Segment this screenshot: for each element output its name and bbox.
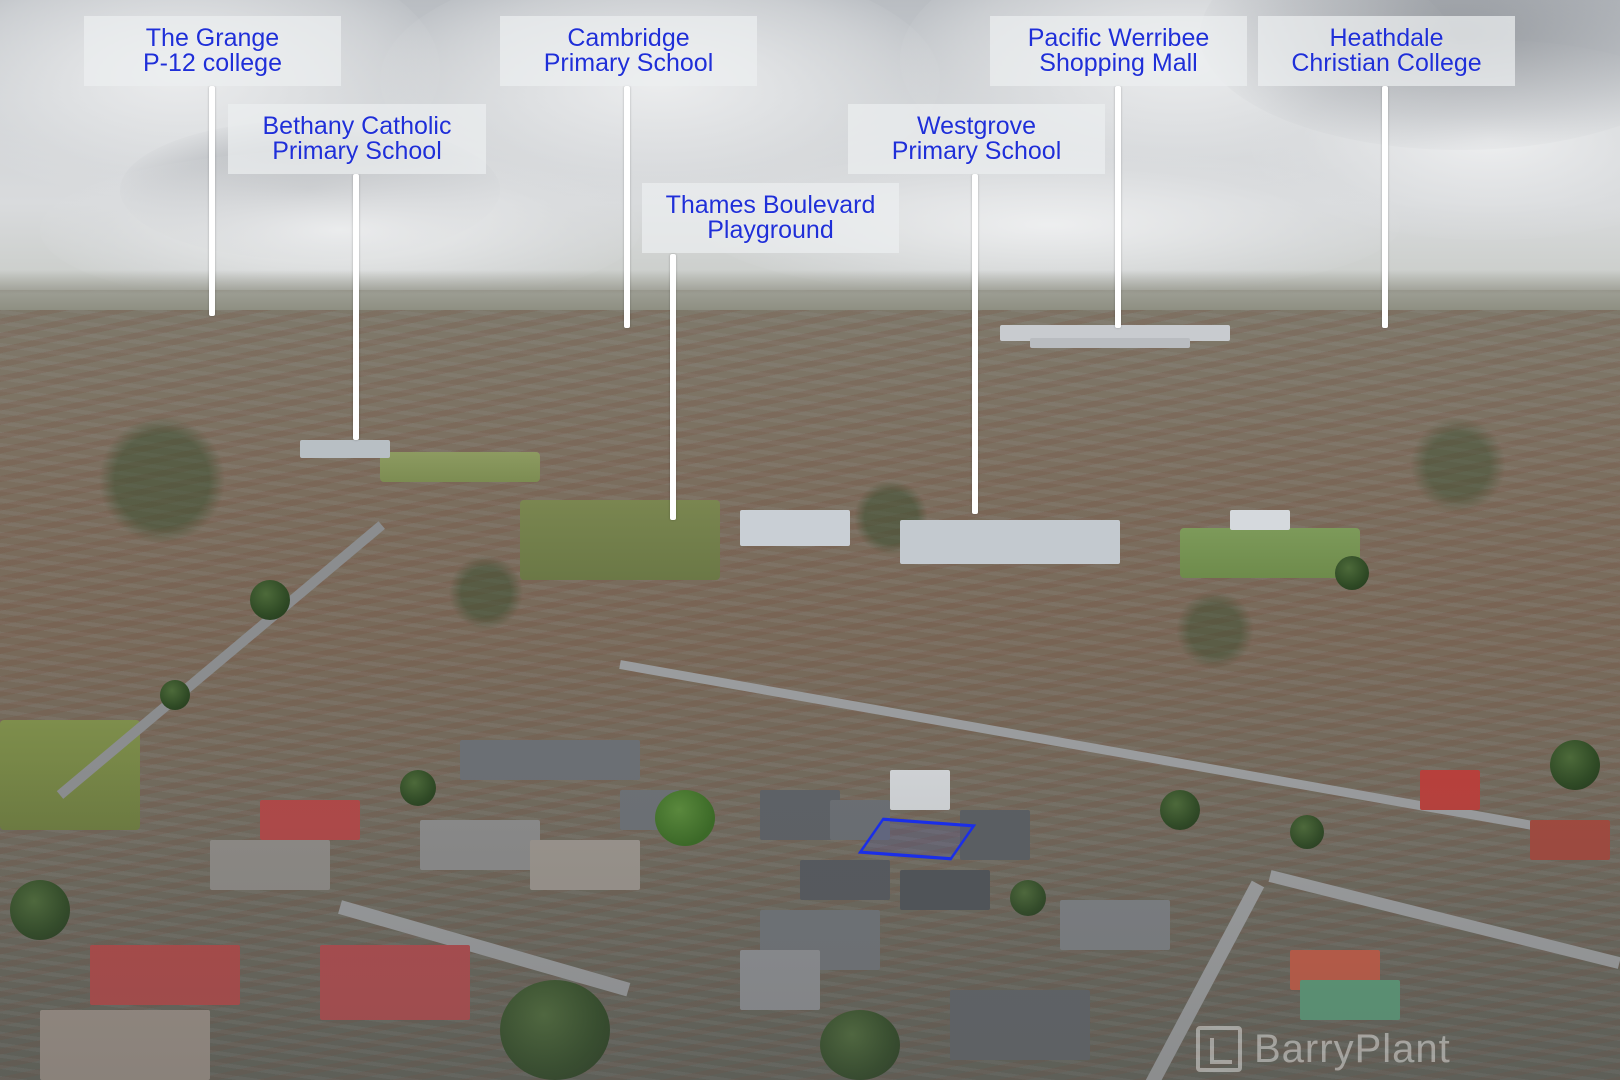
tree — [160, 680, 190, 710]
label-thames-line-2: Playground — [707, 216, 834, 244]
townhouse-roof — [760, 790, 840, 840]
label-thames: Thames Boulevard Playground — [642, 183, 899, 253]
label-bethany-line-1: Bethany Catholic — [262, 112, 452, 140]
agency-watermark: BarryPlant — [1196, 1018, 1620, 1080]
label-westgrove-line-2: Primary School — [891, 137, 1062, 165]
school-building — [900, 520, 1120, 564]
agency-logo-icon — [1196, 1026, 1242, 1072]
label-thames-line-1: Thames Boulevard — [665, 191, 876, 219]
label-cambridge: Cambridge Primary School — [500, 16, 757, 86]
tree — [10, 880, 70, 940]
label-heathdale-line-2: Christian College — [1291, 49, 1482, 77]
label-pin-bethany — [353, 174, 359, 440]
townhouse-roof — [890, 770, 950, 810]
label-westgrove: Westgrove Primary School — [848, 104, 1105, 174]
sports-field — [1180, 528, 1360, 578]
tree — [1335, 556, 1369, 590]
house-roof — [740, 950, 820, 1010]
label-cambridge-line-2: Primary School — [543, 49, 714, 77]
tree — [400, 770, 436, 806]
label-pin-heathdale — [1382, 86, 1388, 328]
house-roof — [320, 945, 470, 1020]
sports-field — [380, 452, 540, 482]
label-bethany: Bethany Catholic Primary School — [228, 104, 486, 174]
label-bethany-line-2: Primary School — [272, 137, 442, 165]
park — [0, 720, 140, 830]
tree — [1160, 790, 1200, 830]
mall-roof — [1000, 325, 1230, 341]
school-building — [1230, 510, 1290, 530]
house-roof — [260, 800, 360, 840]
townhouse-roof — [830, 800, 890, 840]
label-westgrove-line-1: Westgrove — [916, 112, 1037, 140]
label-pin-pacific — [1115, 86, 1121, 328]
label-cambridge-line-1: Cambridge — [567, 24, 690, 52]
label-heathdale: Heathdale Christian College — [1258, 16, 1515, 86]
label-heathdale-line-1: Heathdale — [1329, 24, 1444, 52]
house-roof — [210, 840, 330, 890]
house-roof — [40, 1010, 210, 1080]
label-grange-line-2: P-12 college — [143, 49, 282, 77]
label-grange-line-1: The Grange — [145, 24, 280, 52]
park — [520, 500, 720, 580]
school-building — [740, 510, 850, 546]
horizon — [0, 270, 1620, 310]
house-roof — [530, 840, 640, 890]
school-building — [300, 440, 390, 458]
tree — [500, 980, 610, 1080]
agency-watermark-text: BarryPlant — [1254, 1026, 1451, 1071]
townhouse-roof — [960, 810, 1030, 860]
label-pin-thames — [670, 254, 676, 520]
house-roof — [1300, 980, 1400, 1020]
tree — [1550, 740, 1600, 790]
house-roof — [950, 990, 1090, 1060]
townhouse-roof — [800, 860, 890, 900]
label-grange: The Grange P-12 college — [84, 16, 341, 86]
tree — [1290, 815, 1324, 849]
house-roof — [420, 820, 540, 870]
label-pin-grange — [209, 86, 215, 316]
label-pacific-line-1: Pacific Werribee — [1027, 24, 1210, 52]
mall-roof — [1030, 338, 1190, 348]
label-pacific: Pacific Werribee Shopping Mall — [990, 16, 1247, 86]
house-roof — [1420, 770, 1480, 810]
tree — [820, 1010, 900, 1080]
house-roof — [1060, 900, 1170, 950]
label-pin-westgrove — [972, 174, 978, 514]
tree — [250, 580, 290, 620]
house-roof — [90, 945, 240, 1005]
tree — [655, 790, 715, 846]
tree — [1010, 880, 1046, 916]
house-roof — [1530, 820, 1610, 860]
label-pacific-line-2: Shopping Mall — [1039, 49, 1198, 77]
label-pin-cambridge — [624, 86, 630, 328]
foreground-blur — [0, 760, 1620, 1080]
townhouse-roof — [900, 870, 990, 910]
townhouse-roof — [460, 740, 640, 780]
